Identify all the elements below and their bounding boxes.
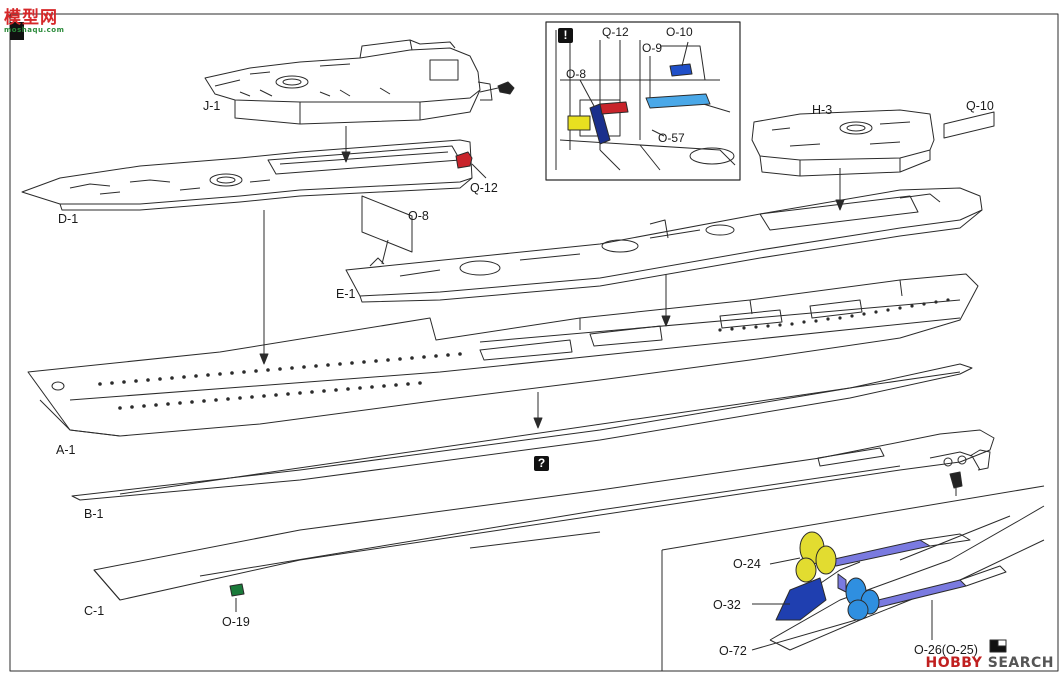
inset-detail-box <box>545 21 741 181</box>
label-o8: O-8 <box>408 209 429 223</box>
inset-blue-part <box>669 63 693 77</box>
rudder-blue <box>775 577 827 621</box>
part-c1-black-fitting <box>949 471 963 489</box>
label-q12: Q-12 <box>470 181 498 195</box>
part-o8-panel <box>361 195 413 253</box>
label-d1: D-1 <box>58 212 79 226</box>
part-q12-red <box>455 151 473 169</box>
question-badge-icon: ? <box>534 456 549 471</box>
part-e1-drawing <box>345 187 983 303</box>
part-j1-drawing <box>204 39 493 125</box>
label-o24: O-24 <box>733 557 761 571</box>
label-o26: O-26(O-25) <box>914 643 978 657</box>
sheet-border <box>9 13 1059 672</box>
label-q10: Q-10 <box>966 99 994 113</box>
warning-badge-icon: ! <box>558 28 573 43</box>
label-inset-q12: Q-12 <box>602 25 629 39</box>
label-j1: J-1 <box>203 99 221 113</box>
shaft-upper <box>829 539 931 567</box>
label-c1: C-1 <box>84 604 105 618</box>
part-j1-black-fitting <box>497 81 515 95</box>
part-a1-drawing <box>27 273 979 437</box>
label-e1: E-1 <box>336 287 356 301</box>
label-o32: O-32 <box>713 598 741 612</box>
label-a1: A-1 <box>56 443 76 457</box>
inset-red-part <box>599 101 629 115</box>
prop-blue <box>845 577 880 621</box>
inset-lightblue-part <box>645 93 711 109</box>
label-o72: O-72 <box>719 644 747 658</box>
part-h3-drawing <box>751 109 935 177</box>
hobbysearch-watermark: HOBBY SEARCH <box>925 655 1054 671</box>
site-logo: 模型网 moshaqu.com <box>4 8 65 34</box>
stern-detail <box>661 485 1045 671</box>
part-b1-drawing <box>71 363 973 501</box>
label-inset-o10: O-10 <box>666 25 693 39</box>
inset-yellow-part <box>567 115 591 131</box>
label-inset-o8: O-8 <box>566 67 587 81</box>
inset-navy-part <box>589 103 611 145</box>
prop-yellow <box>795 531 837 583</box>
label-b1: B-1 <box>84 507 104 521</box>
part-q10-panel <box>943 111 995 139</box>
label-h3: H-3 <box>812 103 833 117</box>
label-inset-o57: O-57 <box>658 131 685 145</box>
part-o19 <box>229 583 245 597</box>
part-c1-drawing <box>93 429 995 601</box>
a1-portholes <box>98 298 950 410</box>
label-inset-o9: O-9 <box>642 41 663 55</box>
label-o19: O-19 <box>222 615 250 629</box>
part-d1-drawing <box>21 139 473 211</box>
